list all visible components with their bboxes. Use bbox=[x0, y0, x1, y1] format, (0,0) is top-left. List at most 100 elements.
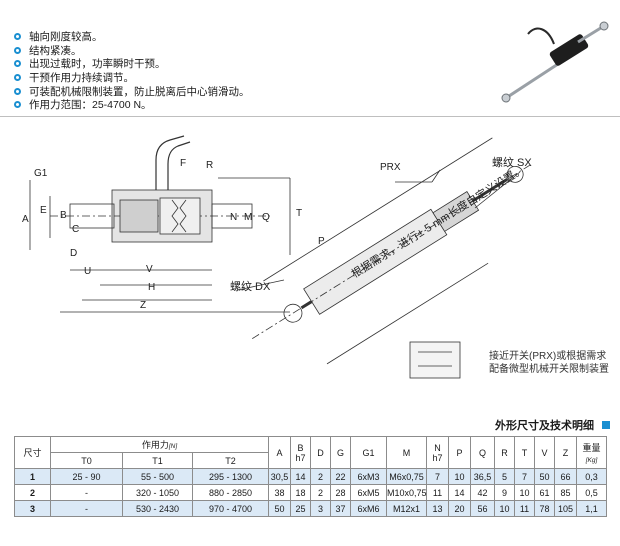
table-cell: 10 bbox=[494, 500, 515, 517]
divider bbox=[0, 116, 620, 117]
table-cell: M12x1 bbox=[386, 500, 427, 517]
table-cell: 105 bbox=[554, 500, 577, 517]
square-icon bbox=[602, 421, 610, 429]
feature-text: 作用力范围：25-4700 N。 bbox=[29, 99, 152, 112]
table-cell: 38 bbox=[268, 484, 291, 501]
table-cell: 1,1 bbox=[576, 500, 607, 517]
table-cell: M6x0,75 bbox=[386, 468, 427, 485]
table-cell: - bbox=[50, 484, 123, 501]
dim-label: D bbox=[70, 248, 78, 259]
row-size-cell: 2 bbox=[14, 484, 51, 501]
table-cell: 36,5 bbox=[470, 468, 495, 485]
table-cell: 10 bbox=[448, 468, 471, 485]
header-col-top: B bbox=[297, 442, 304, 453]
table-cell: 61 bbox=[534, 484, 555, 501]
header-force-col: T2 bbox=[192, 452, 269, 469]
technical-drawing bbox=[29, 135, 533, 379]
weight-label: 重量 bbox=[582, 443, 601, 453]
table-cell: 2 bbox=[310, 468, 331, 485]
table-cell: 14 bbox=[448, 484, 471, 501]
header-force-col: T1 bbox=[122, 452, 193, 469]
table-cell: 9 bbox=[494, 484, 515, 501]
header-col: D bbox=[310, 436, 331, 469]
table-cell: 50 bbox=[268, 500, 291, 517]
section-title-text: 外形尺寸及技术明细 bbox=[495, 420, 594, 432]
header-col-sub: h7 bbox=[295, 452, 306, 463]
table-cell: 6xM5 bbox=[350, 484, 387, 501]
table-cell: 30,5 bbox=[268, 468, 291, 485]
header-col: T bbox=[514, 436, 535, 469]
force-unit: [N] bbox=[168, 443, 178, 450]
dim-label: N bbox=[230, 212, 238, 223]
dim-label: U bbox=[84, 266, 92, 277]
feature-item: 干预作用力持续调节。 bbox=[14, 71, 434, 85]
header-size: 尺寸 bbox=[14, 436, 51, 469]
table-cell: 37 bbox=[330, 500, 351, 517]
table-cell: 56 bbox=[470, 500, 495, 517]
header-col: M bbox=[386, 436, 427, 469]
table-cell: 530 - 2430 bbox=[122, 500, 193, 517]
dim-label: H bbox=[148, 282, 156, 293]
header-col: A bbox=[268, 436, 291, 469]
dim-label: B bbox=[60, 210, 67, 221]
table-cell: 11 bbox=[426, 484, 449, 501]
table-cell: 2 bbox=[310, 484, 331, 501]
table-cell: 18 bbox=[290, 484, 311, 501]
switch-note: 接近开关(PRX)或根据需求配备微型机械开关限制装置 bbox=[489, 351, 609, 375]
table-cell: 3 bbox=[310, 500, 331, 517]
table-cell: 25 bbox=[290, 500, 311, 517]
weight-unit: [Kg] bbox=[585, 457, 598, 464]
table-cell: 14 bbox=[290, 468, 311, 485]
feature-text: 可装配机械限制装置，防止脱离后中心销滑动。 bbox=[29, 85, 250, 98]
row-size-cell: 3 bbox=[14, 500, 51, 517]
thread-dx-label: 螺纹 DX bbox=[230, 281, 271, 293]
bullet-icon bbox=[14, 33, 21, 41]
header-col: G1 bbox=[350, 436, 387, 469]
dim-label: T bbox=[296, 208, 303, 219]
table-cell: 7 bbox=[426, 468, 449, 485]
dim-label: G1 bbox=[34, 168, 48, 179]
table-cell: 85 bbox=[554, 484, 577, 501]
header-force: 作用力[N] bbox=[50, 436, 269, 453]
dim-label: Z bbox=[140, 300, 147, 311]
header-col: R bbox=[494, 436, 515, 469]
dim-label: R bbox=[206, 160, 214, 171]
table-cell: 0,5 bbox=[576, 484, 607, 501]
table-cell: 13 bbox=[426, 500, 449, 517]
table-cell: 22 bbox=[330, 468, 351, 485]
prx-label: PRX bbox=[380, 162, 401, 173]
dim-label: E bbox=[40, 205, 47, 216]
table-cell: 0,3 bbox=[576, 468, 607, 485]
table-cell: 66 bbox=[554, 468, 577, 485]
table-cell: 42 bbox=[470, 484, 495, 501]
bullet-icon bbox=[14, 74, 21, 82]
feature-item: 可装配机械限制装置，防止脱离后中心销滑动。 bbox=[14, 84, 434, 98]
dim-label: M bbox=[244, 212, 253, 223]
header-col: Z bbox=[554, 436, 577, 469]
table-cell: 6xM3 bbox=[350, 468, 387, 485]
product-photo bbox=[501, 21, 609, 103]
table-cell: 6xM6 bbox=[350, 500, 387, 517]
table-cell: 5 bbox=[494, 468, 515, 485]
feature-item: 轴向刚度较高。 bbox=[14, 30, 434, 44]
header-col-top: N bbox=[434, 442, 441, 453]
feature-text: 出现过载时，功率瞬时干预。 bbox=[29, 58, 166, 71]
feature-text: 轴向刚度较高。 bbox=[29, 31, 103, 44]
dim-label: V bbox=[146, 264, 153, 275]
table-cell: 320 - 1050 bbox=[122, 484, 193, 501]
table-cell: 295 - 1300 bbox=[192, 468, 269, 485]
feature-text: 干预作用力持续调节。 bbox=[29, 72, 134, 85]
row-size-cell: 1 bbox=[14, 468, 51, 485]
header-col: Q bbox=[470, 436, 495, 469]
bullet-icon bbox=[14, 46, 21, 54]
table-cell: 25 - 90 bbox=[50, 468, 123, 485]
header-col: V bbox=[534, 436, 555, 469]
table-cell: 970 - 4700 bbox=[192, 500, 269, 517]
section-title: 外形尺寸及技术明细 bbox=[495, 417, 610, 433]
feature-item: 出现过载时，功率瞬时干预。 bbox=[14, 57, 434, 71]
